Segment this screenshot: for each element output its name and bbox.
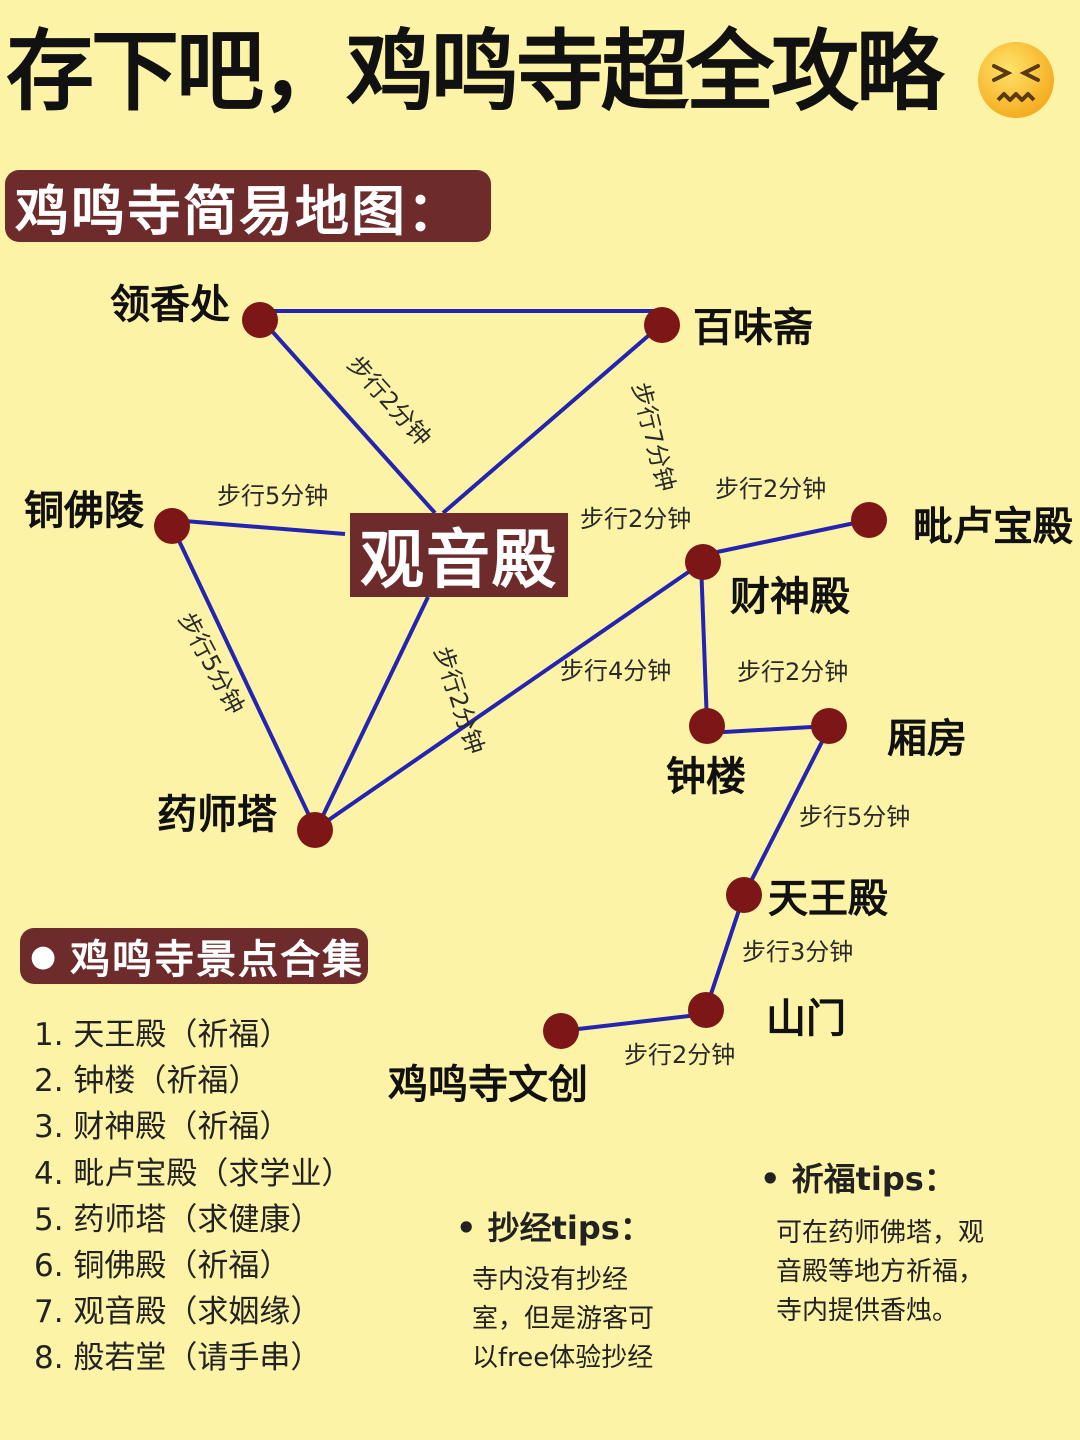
place-shanmen: 山门 bbox=[766, 996, 846, 1042]
spots-section-title-text: 鸡鸣寺景点合集 bbox=[70, 937, 365, 983]
walk-guanyin-caishen: 步行2分钟 bbox=[580, 505, 691, 533]
node-shanmen bbox=[688, 992, 724, 1028]
place-lingxiang: 领香处 bbox=[110, 282, 230, 328]
place-caishen: 财神殿 bbox=[730, 574, 850, 620]
node-zhonglou bbox=[689, 708, 725, 744]
edge-baiwei-guanyin bbox=[441, 328, 657, 515]
edge-caishen-zhonglou bbox=[699, 561, 709, 725]
walk-caishen-pilu: 步行2分钟 bbox=[715, 475, 826, 503]
node-wenchuang bbox=[543, 1013, 579, 1049]
node-lingxiang bbox=[242, 302, 278, 338]
place-wenchuang: 鸡鸣寺文创 bbox=[388, 1062, 588, 1108]
bullet-dot-icon: ● bbox=[30, 938, 59, 974]
walk-baiwei-guanyin: 步行7分钟 bbox=[626, 380, 680, 495]
place-zhonglou: 钟楼 bbox=[666, 754, 746, 800]
edge-tongfo-guanyin bbox=[171, 518, 346, 536]
place-yaoshi: 药师塔 bbox=[157, 792, 278, 838]
confounded-face-icon bbox=[978, 42, 1054, 118]
edge-shanmen-wenchuang bbox=[560, 1012, 707, 1033]
edge-zhonglou-xiangfang bbox=[706, 724, 830, 735]
pray-tips-title: • 祈福tips： bbox=[760, 1160, 956, 1198]
spots-list: 1. 天王殿（祈福） 2. 钟楼（祈福） 3. 财神殿（祈福） 4. 毗卢宝殿（… bbox=[34, 1012, 352, 1382]
list-item: 1. 天王殿（祈福） bbox=[34, 1017, 291, 1053]
list-item: 7. 观音殿（求姻缘） bbox=[34, 1294, 322, 1331]
edge-guanyin-yaoshi bbox=[315, 596, 430, 829]
list-item: 4. 毗卢宝殿（求学业） bbox=[34, 1155, 353, 1192]
node-caishen bbox=[685, 544, 721, 580]
list-item: 6. 铜佛殿（祈福） bbox=[34, 1248, 291, 1285]
walk-yaoshi-caishen: 步行4分钟 bbox=[560, 657, 671, 685]
list-item: 8. 般若堂（请手串） bbox=[34, 1340, 322, 1377]
edge-yaoshi-caishen bbox=[315, 560, 705, 830]
node-guanyin-label: 观音殿 bbox=[350, 513, 568, 598]
node-tianwang bbox=[726, 877, 762, 913]
place-baiwei: 百味斋 bbox=[693, 305, 813, 351]
place-xiangfang: 厢房 bbox=[887, 716, 967, 762]
place-tongfo: 铜佛陵 bbox=[24, 488, 144, 534]
node-pilu bbox=[851, 502, 887, 538]
walk-caishen-zhonglou: 步行2分钟 bbox=[737, 658, 848, 686]
walk-lingxiang-guanyin: 步行2分钟 bbox=[342, 350, 437, 451]
node-tongfo bbox=[154, 508, 190, 544]
edge-xiangfang-tianwang bbox=[742, 727, 831, 896]
list-item: 3. 财神殿（祈福） bbox=[34, 1109, 291, 1146]
list-item: 2. 钟楼（祈福） bbox=[34, 1063, 260, 1100]
node-yaoshi bbox=[297, 812, 333, 848]
node-baiwei bbox=[644, 307, 680, 343]
edge-caishen-pilu bbox=[702, 518, 870, 557]
place-pilu: 毗卢宝殿 bbox=[913, 504, 1073, 550]
walk-guanyin-yaoshi: 步行2分钟 bbox=[428, 643, 489, 757]
copy-tips-body: 寺内没有抄经室，但是游客可以free体验抄经 bbox=[472, 1265, 655, 1373]
spots-section-title: ● 鸡鸣寺景点合集 bbox=[20, 928, 368, 984]
page-title: 存下吧，鸡鸣寺超全攻略 bbox=[6, 20, 944, 123]
walk-tianwang-shanmen: 步行3分钟 bbox=[742, 938, 853, 966]
place-tianwang: 天王殿 bbox=[768, 876, 888, 922]
walk-tongfo-guanyin: 步行5分钟 bbox=[217, 482, 328, 510]
edge-tianwang-shanmen bbox=[704, 894, 746, 1010]
node-xiangfang bbox=[811, 708, 847, 744]
edge-tongfo-yaoshi bbox=[170, 525, 317, 829]
edge-lingxiang-guanyin bbox=[260, 318, 437, 515]
walk-xiangfang-tianwang: 步行5分钟 bbox=[799, 803, 910, 831]
list-item: 5. 药师塔（求健康） bbox=[34, 1201, 322, 1238]
copy-tips-title: • 抄经tips： bbox=[456, 1209, 652, 1247]
walk-shanmen-wenchuang: 步行2分钟 bbox=[624, 1041, 735, 1069]
map-section-title: 鸡鸣寺简易地图： bbox=[5, 170, 491, 243]
pray-tips-body: 可在药师佛塔，观音殿等地方祈福，寺内提供香烛。 bbox=[776, 1218, 985, 1326]
